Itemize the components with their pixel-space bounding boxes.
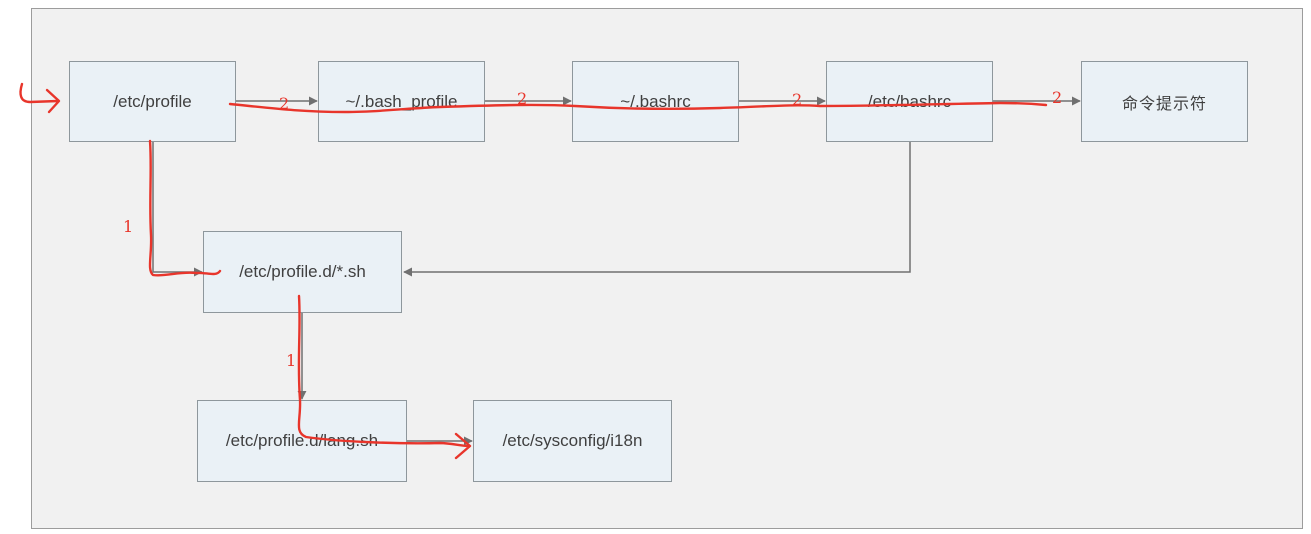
node-lang-sh: /etc/profile.d/lang.sh [197,400,407,482]
node-bash-profile: ~/.bash_profile [318,61,485,142]
node-i18n: /etc/sysconfig/i18n [473,400,672,482]
arrow-profile-to-profile-d [152,142,203,277]
node-home-bashrc: ~/.bashrc [572,61,739,142]
node-etc-bashrc: /etc/bashrc [826,61,993,142]
node-etc-profile: /etc/profile [69,61,236,142]
node-command-prompt: 命令提示符 [1081,61,1248,142]
node-profile-d: /etc/profile.d/*.sh [203,231,402,313]
arrow-etc-bashrc-to-profile-d [403,142,911,277]
